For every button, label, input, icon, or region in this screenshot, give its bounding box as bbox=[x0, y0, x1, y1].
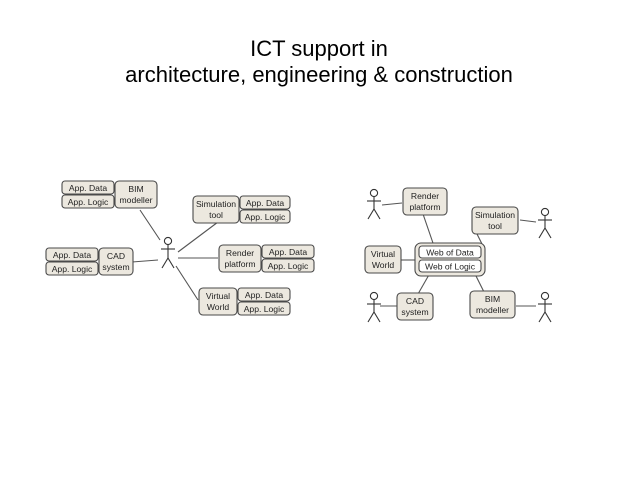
slide-title-line-1: ICT support in bbox=[250, 36, 388, 61]
web-of-data-label: Web of Data bbox=[426, 248, 474, 258]
render-app-logic-label: App. Logic bbox=[268, 261, 309, 271]
simulation-tool-box bbox=[192, 195, 240, 224]
virtual-app-logic-box bbox=[237, 301, 291, 316]
web-of-logic-box bbox=[418, 259, 482, 273]
user-actor-icon bbox=[538, 207, 552, 239]
virtual-world-group: Virtual World App. Data App. Logic bbox=[198, 287, 291, 316]
connector-actor-render bbox=[381, 202, 403, 206]
left-diagram: App. Data App. Logic BIM modeller App. D… bbox=[45, 180, 315, 316]
cad-system-box bbox=[98, 247, 134, 276]
virtual-label-line-2: World bbox=[207, 302, 230, 312]
bim-label-line-2: modeller bbox=[476, 305, 509, 315]
web-of-logic-label: Web of Logic bbox=[425, 262, 476, 272]
user-actor-icon bbox=[161, 236, 175, 269]
simulation-app-logic-label: App. Logic bbox=[245, 212, 286, 222]
virtual-world-box bbox=[364, 245, 402, 274]
virtual-app-data-box bbox=[237, 287, 291, 302]
bim-modeller-box bbox=[469, 290, 516, 319]
simulation-app-data-box bbox=[239, 195, 291, 210]
cad-system-box bbox=[396, 292, 434, 321]
connector-actor-simulation bbox=[519, 219, 537, 223]
cad-label-line-1: CAD bbox=[107, 251, 125, 261]
user-actor-icon bbox=[367, 291, 381, 323]
simulation-label-line-2: tool bbox=[488, 221, 502, 231]
simulation-app-data-label: App. Data bbox=[246, 198, 284, 208]
connector-cad bbox=[131, 259, 159, 263]
bim-app-data-box bbox=[61, 180, 115, 195]
simulation-tool-box bbox=[471, 206, 519, 235]
user-actor-icon bbox=[538, 291, 552, 323]
render-platform-box bbox=[402, 187, 448, 216]
cad-app-data-box bbox=[45, 247, 99, 262]
bim-label-line-1: BIM bbox=[128, 184, 143, 194]
virtual-app-data-label: App. Data bbox=[245, 290, 283, 300]
connector-bim bbox=[139, 209, 161, 241]
render-platform-group: Render platform App. Data App. Logic bbox=[218, 244, 315, 273]
cad-app-data-label: App. Data bbox=[53, 250, 91, 260]
simulation-label-line-1: Simulation bbox=[196, 199, 236, 209]
cad-app-logic-box bbox=[45, 261, 99, 276]
bim-modeller-group: App. Data App. Logic BIM modeller bbox=[61, 180, 158, 209]
web-of-data-box bbox=[418, 245, 482, 259]
simulation-label-line-2: tool bbox=[209, 210, 223, 220]
connector-render-hub bbox=[422, 213, 435, 247]
simulation-app-logic-box bbox=[239, 209, 291, 224]
slide-title-line-2: architecture, engineering & construction bbox=[125, 62, 513, 87]
render-platform-box bbox=[218, 244, 262, 273]
simulation-tool-group: Simulation tool App. Data App. Logic bbox=[192, 195, 291, 224]
cad-label-line-2: system bbox=[102, 262, 129, 272]
render-app-logic-box bbox=[261, 258, 315, 273]
render-app-data-label: App. Data bbox=[269, 247, 307, 257]
bim-app-data-label: App. Data bbox=[69, 183, 107, 193]
user-actor-icon bbox=[367, 188, 381, 220]
cad-system-group: App. Data App. Logic CAD system bbox=[45, 247, 134, 276]
virtual-label-line-1: Virtual bbox=[206, 291, 230, 301]
cad-label-line-2: system bbox=[401, 307, 428, 317]
connector-simulation bbox=[177, 221, 219, 253]
right-diagram: Render platform Simulation tool Virtual … bbox=[364, 187, 552, 323]
bim-modeller-box bbox=[114, 180, 158, 209]
bim-label-line-2: modeller bbox=[120, 195, 153, 205]
cad-app-logic-label: App. Logic bbox=[52, 264, 93, 274]
bim-app-logic-box bbox=[61, 194, 115, 209]
virtual-label-line-2: World bbox=[372, 260, 395, 270]
virtual-label-line-1: Virtual bbox=[371, 249, 395, 259]
render-label-line-1: Render bbox=[411, 191, 439, 201]
virtual-app-logic-label: App. Logic bbox=[244, 304, 285, 314]
simulation-label-line-1: Simulation bbox=[475, 210, 515, 220]
bim-app-logic-label: App. Logic bbox=[68, 197, 109, 207]
render-label-line-2: platform bbox=[224, 259, 255, 269]
cad-label-line-1: CAD bbox=[406, 296, 424, 306]
render-label-line-2: platform bbox=[409, 202, 440, 212]
virtual-world-box bbox=[198, 287, 238, 316]
connector-virtual bbox=[175, 265, 199, 301]
render-app-data-box bbox=[261, 244, 315, 259]
bim-label-line-1: BIM bbox=[485, 294, 500, 304]
render-label-line-1: Render bbox=[226, 248, 254, 258]
